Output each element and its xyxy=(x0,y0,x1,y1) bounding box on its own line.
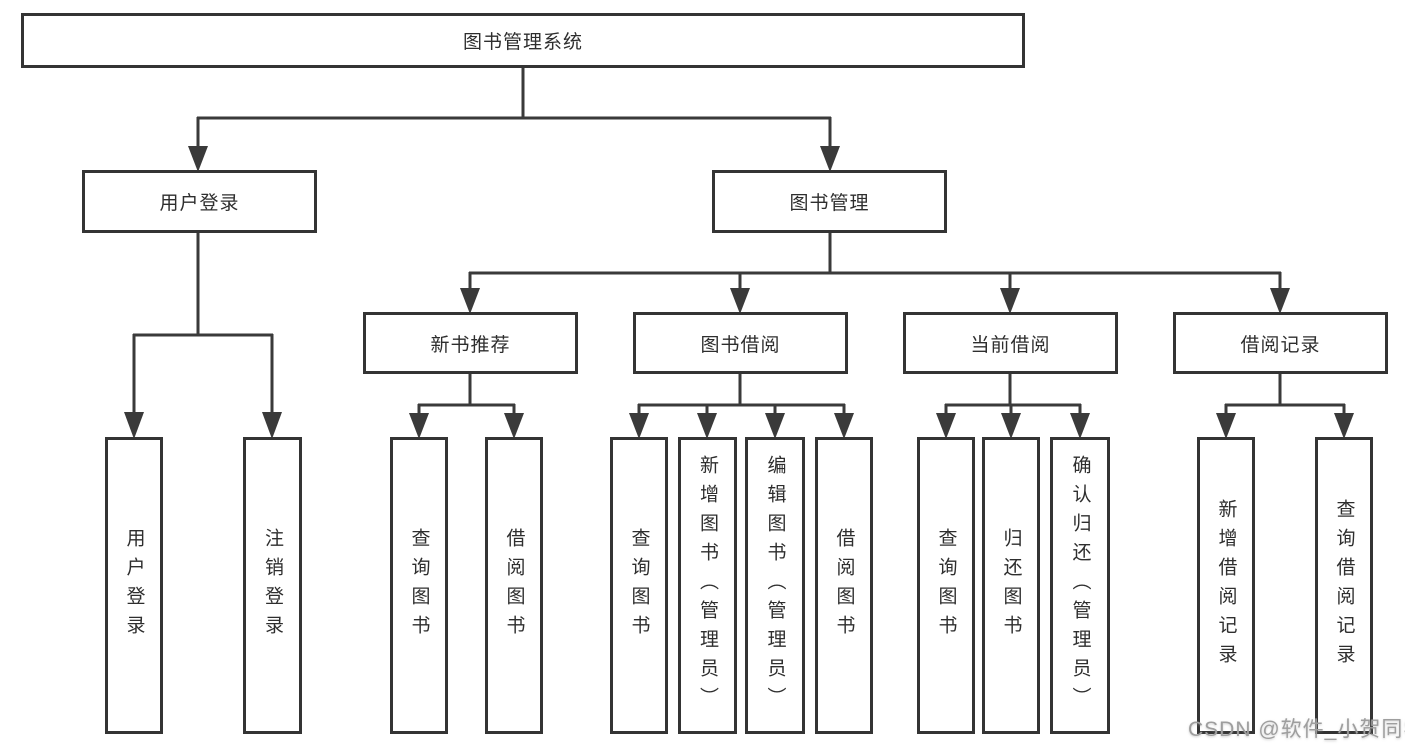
csdn-watermark: CSDN @软件_小贺同学 xyxy=(1188,718,1405,741)
leaf-query-books-borrow: 查询图书 xyxy=(610,437,668,734)
leaf-query-books-recommend-label: 查询图书 xyxy=(408,527,430,644)
leaf-add-book-admin-label: 新增图书（管理员） xyxy=(697,455,718,716)
node-current-borrow: 当前借阅 xyxy=(903,312,1118,374)
leaf-borrow-books: 借阅图书 xyxy=(815,437,873,734)
node-borrow-records: 借阅记录 xyxy=(1173,312,1388,374)
leaf-edit-book-admin-label: 编辑图书（管理员） xyxy=(764,455,786,716)
leaf-query-books-borrow-label: 查询图书 xyxy=(628,527,650,644)
leaf-query-books-current: 查询图书 xyxy=(917,437,975,734)
leaf-confirm-return-admin: 确认归还（管理员） xyxy=(1050,437,1110,734)
node-user-login: 用户登录 xyxy=(82,170,317,233)
leaf-user-login-label: 用户登录 xyxy=(123,527,145,644)
leaf-user-login: 用户登录 xyxy=(105,437,163,734)
leaf-logout: 注销登录 xyxy=(243,437,302,734)
leaf-query-borrow-record-label: 查询借阅记录 xyxy=(1333,498,1355,673)
leaf-query-borrow-record: 查询借阅记录 xyxy=(1315,437,1373,734)
leaf-add-book-admin: 新增图书（管理员） xyxy=(678,437,737,734)
node-book-borrow: 图书借阅 xyxy=(633,312,848,374)
leaf-add-borrow-record: 新增借阅记录 xyxy=(1197,437,1255,734)
node-library-management-system: 图书管理系统 xyxy=(21,13,1025,68)
node-new-book-recommend: 新书推荐 xyxy=(363,312,578,374)
leaf-confirm-return-admin-label: 确认归还（管理员） xyxy=(1069,455,1091,716)
node-book-management: 图书管理 xyxy=(712,170,947,233)
leaf-query-books-recommend: 查询图书 xyxy=(390,437,448,734)
leaf-query-books-current-label: 查询图书 xyxy=(935,527,957,644)
leaf-borrow-books-label: 借阅图书 xyxy=(833,527,855,644)
leaf-logout-label: 注销登录 xyxy=(262,527,283,644)
leaf-return-books: 归还图书 xyxy=(982,437,1040,734)
leaf-return-books-label: 归还图书 xyxy=(1000,527,1022,644)
leaf-edit-book-admin: 编辑图书（管理员） xyxy=(745,437,805,734)
leaf-borrow-books-recommend: 借阅图书 xyxy=(485,437,543,734)
leaf-borrow-books-recommend-label: 借阅图书 xyxy=(503,527,525,644)
leaf-add-borrow-record-label: 新增借阅记录 xyxy=(1215,498,1237,673)
